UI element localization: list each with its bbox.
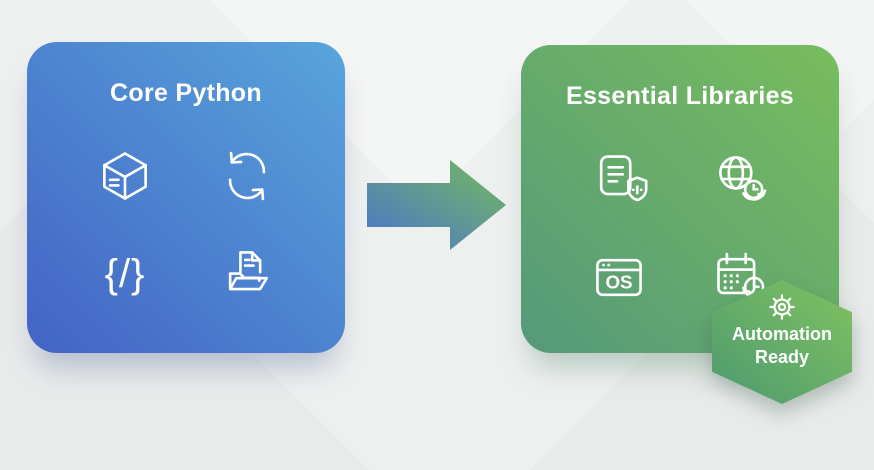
- icon-grid: {/}: [95, 146, 277, 304]
- automation-ready-badge: Automation Ready: [712, 280, 852, 404]
- card-title: Essential Libraries: [565, 82, 795, 110]
- code-braces-icon: {/}: [104, 251, 146, 296]
- badge-line1: Automation: [732, 324, 832, 344]
- gear-icon: [769, 294, 795, 320]
- icon-grid: OS: [589, 149, 771, 307]
- flow-arrow-right: [360, 150, 510, 260]
- os-label: OS: [605, 271, 632, 292]
- badge-line2: Ready: [754, 347, 810, 368]
- sync-arrows-icon: [228, 151, 266, 200]
- essential-libraries-card: Essential Libraries: [521, 45, 839, 353]
- documents-folder-icon: [228, 250, 268, 290]
- core-python-card: Core Python {/}: [27, 42, 345, 353]
- document-shield-icon: [599, 154, 648, 201]
- os-browser-icon: OS: [596, 258, 642, 296]
- arrow-shape: [367, 160, 506, 250]
- globe-clock-icon: [719, 155, 767, 201]
- package-cube-icon: [103, 151, 147, 200]
- card-title: Core Python: [110, 79, 262, 107]
- badge-hexagon: Automation Ready: [712, 280, 852, 404]
